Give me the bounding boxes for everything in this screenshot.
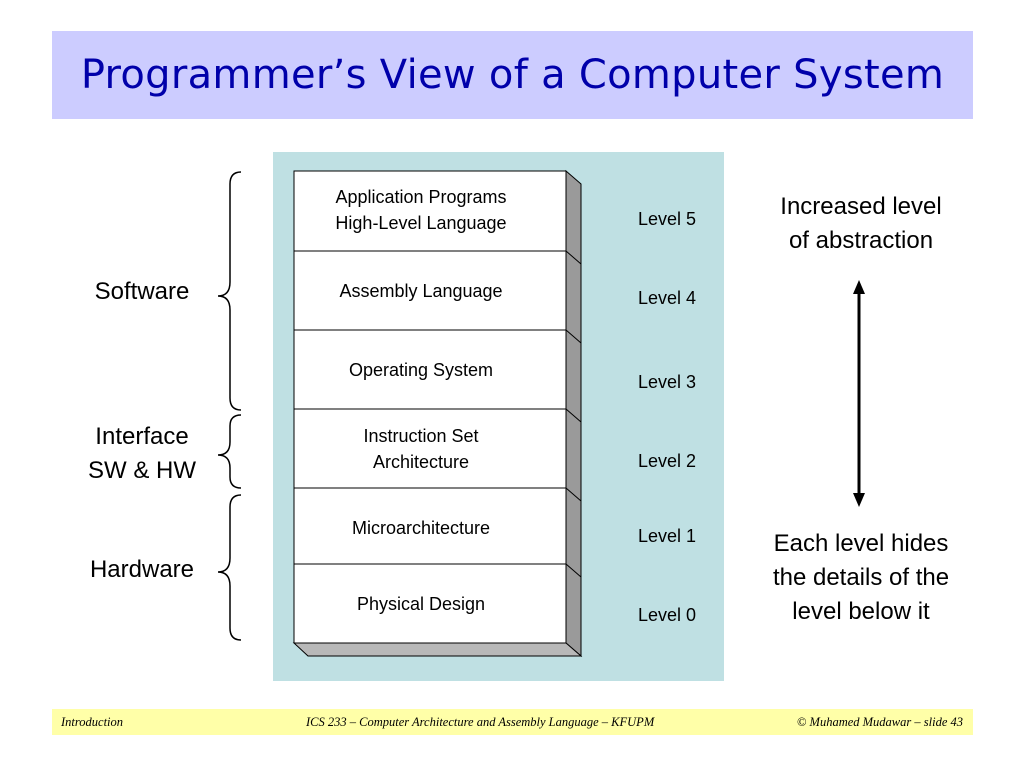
layer-3-label: Operating System (348, 360, 494, 380)
level-4-label: Level 4 (637, 288, 697, 308)
layer-1-label: Microarchitecture (351, 518, 491, 538)
title-bar: Programmer’s View of a Computer System (52, 31, 973, 119)
level-3-label: Level 3 (637, 372, 697, 392)
side-edge (565, 487, 582, 502)
software-label: Software (94, 278, 190, 305)
footer-right: © Muhamed Mudawar – slide 43 (796, 715, 963, 729)
side-edge (565, 563, 582, 578)
software-brace (217, 171, 242, 411)
hiding-note: Each level hides the details of the leve… (772, 530, 950, 625)
side-edge (565, 408, 582, 423)
layer-2-label: Instruction Set Architecture (363, 426, 479, 472)
level-0-label: Level 0 (637, 605, 697, 625)
hardware-label: Hardware (89, 556, 195, 583)
layer-5-label: Application Programs High-Level Language (335, 187, 507, 233)
footer-bar: Introduction ICS 233 – Computer Architec… (52, 709, 973, 735)
layer-0-label: Physical Design (356, 594, 486, 614)
side-edge (565, 329, 582, 344)
level-5-label: Level 5 (637, 209, 697, 229)
interface-label: Interface SW & HW (88, 423, 196, 484)
side-edge (565, 250, 582, 265)
interface-brace (217, 414, 242, 489)
stack-side-face (565, 169, 582, 658)
slide-title: Programmer’s View of a Computer System (80, 52, 945, 98)
level-1-label: Level 1 (637, 526, 697, 546)
layer-box-5 (293, 170, 567, 252)
arrow-up-head-icon (853, 280, 865, 294)
level-2-label: Level 2 (637, 451, 697, 471)
hardware-brace (217, 494, 242, 641)
layer-box-0 (293, 563, 567, 644)
footer-center: ICS 233 – Computer Architecture and Asse… (306, 715, 655, 729)
abstraction-note: Increased level of abstraction (780, 193, 942, 254)
stack-bottom-face (292, 642, 583, 657)
arrow-down-head-icon (853, 493, 865, 507)
footer-left: Introduction (61, 715, 124, 729)
layer-4-label: Assembly Language (339, 281, 503, 301)
